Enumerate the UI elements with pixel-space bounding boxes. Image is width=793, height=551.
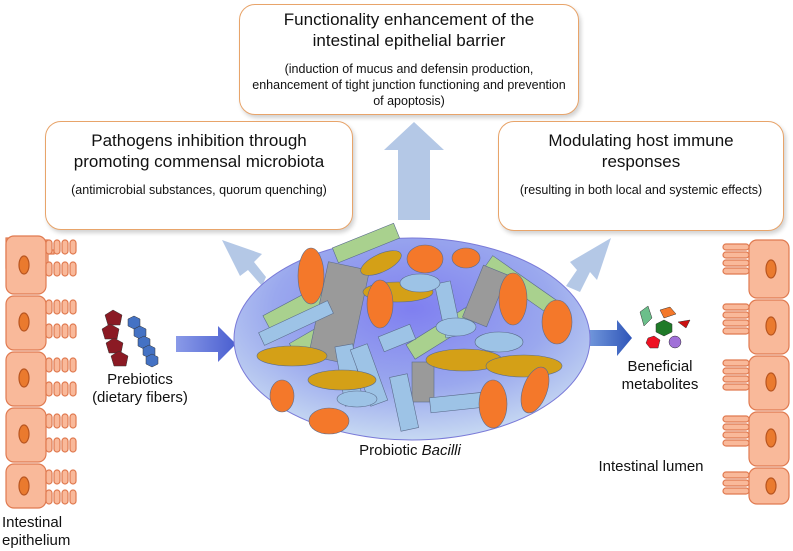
arrow-to-top-box: [384, 122, 444, 220]
metabolites-icon: [639, 305, 691, 349]
label-probiotic-prefix: Probiotic: [359, 442, 422, 459]
label-probiotic-italic: Bacilli: [421, 442, 461, 459]
arrow-to-left-box: [222, 240, 266, 286]
label-prebiotics: Prebiotics (dietary fibers): [92, 371, 188, 406]
box-barrier-enhancement: Functionality enhancement of the intesti…: [239, 4, 579, 115]
box-immune-subtitle: (resulting in both local and systemic ef…: [519, 183, 763, 197]
arrow-bacilli-to-metabolites: [583, 320, 632, 356]
arrow-to-right-box: [566, 238, 611, 292]
box-barrier-subtitle: (induction of mucus and defensin product…: [252, 62, 566, 108]
box-barrier-title: Functionality enhancement of the intesti…: [283, 10, 535, 50]
label-probiotic-bacilli: Probiotic Bacilli: [320, 442, 500, 460]
box-pathogen-subtitle: (antimicrobial substances, quorum quench…: [71, 183, 327, 197]
box-pathogen-inhibition: Pathogens inhibition through promoting c…: [45, 121, 353, 230]
box-immune-modulation: Modulating host immune responses (result…: [498, 121, 784, 231]
arrow-prebiotics-to-bacilli: [176, 326, 236, 362]
bacilli-cluster: [256, 222, 573, 435]
left-epithelium: [5, 235, 77, 509]
label-intestinal-epithelium: Intestinal epithelium: [2, 514, 71, 549]
label-intestinal-lumen: Intestinal lumen: [598, 458, 704, 475]
box-immune-title: Modulating host immune responses: [548, 131, 734, 171]
prebiotics-icon: [101, 309, 159, 368]
box-pathogen-title: Pathogens inhibition through promoting c…: [73, 131, 325, 171]
label-metabolites: Beneficial metabolites: [621, 358, 699, 393]
right-epithelium: [722, 239, 790, 505]
